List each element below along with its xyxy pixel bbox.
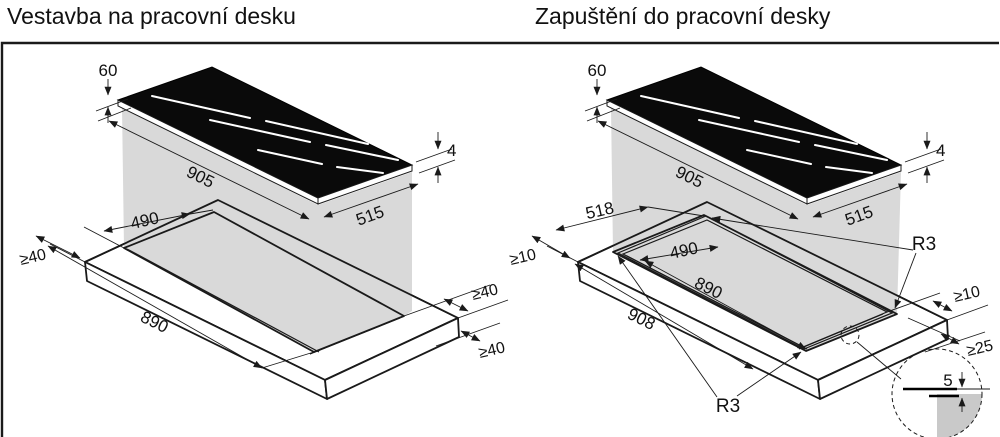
flush-detail-circle: 5 xyxy=(891,348,990,437)
label-4: 4 xyxy=(447,141,456,160)
label-margin-front: ≥25 xyxy=(965,337,995,360)
dimension-height-60: 60 xyxy=(584,61,621,123)
label-margin-left: ≥40 xyxy=(18,246,48,269)
radius-callout-r3-top: R3 xyxy=(711,215,936,309)
left-diagram: 60 905 515 4 490 ≥40 xyxy=(18,61,509,400)
label-60: 60 xyxy=(99,61,118,80)
left-panel-title: Vestavba na pracovní desku xyxy=(7,3,296,29)
right-diagram: 60 905 515 4 518 ≥10 xyxy=(508,61,995,437)
dimension-margin-right-10: ≥10 xyxy=(886,283,989,321)
dimension-margin-left-10: ≥10 xyxy=(508,235,579,269)
detail-circle-outline xyxy=(891,348,983,437)
dimension-height-60: 60 xyxy=(95,61,132,123)
label-margin-front: ≥40 xyxy=(477,339,507,362)
dimension-margin-left-40: ≥40 xyxy=(18,235,86,269)
right-panel-title: Zapuštění do pracovní desky xyxy=(535,3,831,29)
detail-quarter-fill xyxy=(937,394,982,437)
label-60: 60 xyxy=(588,61,607,80)
label-flush-5: 5 xyxy=(943,371,952,390)
dimension-margin-front-25: ≥25 xyxy=(907,317,995,360)
detail-source-circle xyxy=(840,325,860,345)
label-4: 4 xyxy=(936,141,945,160)
label-r3-top: R3 xyxy=(912,234,936,255)
label-margin-right: ≥10 xyxy=(952,283,982,306)
label-margin-left: ≥10 xyxy=(508,246,538,269)
label-r3-bottom: R3 xyxy=(716,396,740,417)
dimension-margin-right-40: ≥40 xyxy=(403,281,509,319)
worktop-right-face xyxy=(324,317,460,400)
radius-callout-r3-bottom: R3 xyxy=(617,255,802,417)
label-518: 518 xyxy=(584,198,616,223)
dimension-margin-front-40: ≥40 xyxy=(435,322,507,362)
dimension-glass-4: 4 xyxy=(904,132,945,183)
detail-leader-line xyxy=(856,341,902,380)
label-margin-right: ≥40 xyxy=(470,281,500,304)
dimension-glass-4: 4 xyxy=(415,132,456,183)
panel-border xyxy=(0,41,999,437)
